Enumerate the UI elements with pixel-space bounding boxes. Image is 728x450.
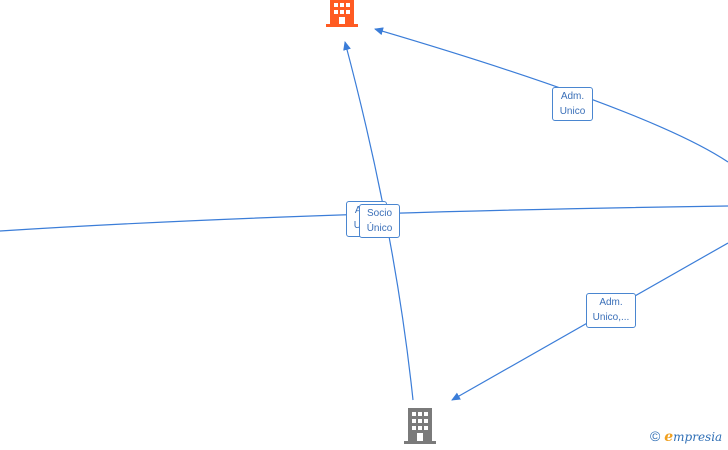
edge-label-line1: Socio [366, 208, 392, 219]
edge-horizontal [0, 205, 728, 232]
edge-label[interactable]: Socio Único [359, 204, 400, 238]
edge-label-line1: Adm. [560, 91, 585, 102]
edge-label-line2: Único [366, 223, 393, 234]
watermark: © empresia [650, 428, 722, 445]
brand-initial: e [664, 429, 674, 445]
building-icon[interactable] [404, 408, 436, 444]
edge-label[interactable]: Adm. Unico,... [586, 293, 636, 328]
brand-name: mpresia [673, 430, 723, 444]
edge-adm-unico-top [374, 27, 728, 163]
edge-label-line2: Unico,... [592, 312, 630, 323]
edge-label-line2: Unico [559, 106, 586, 117]
edge-label[interactable]: Adm. Unico [552, 87, 593, 121]
copyright-symbol: © [650, 428, 661, 444]
building-icon[interactable] [326, 0, 358, 27]
edge-label-line1: Adm. [599, 297, 623, 308]
